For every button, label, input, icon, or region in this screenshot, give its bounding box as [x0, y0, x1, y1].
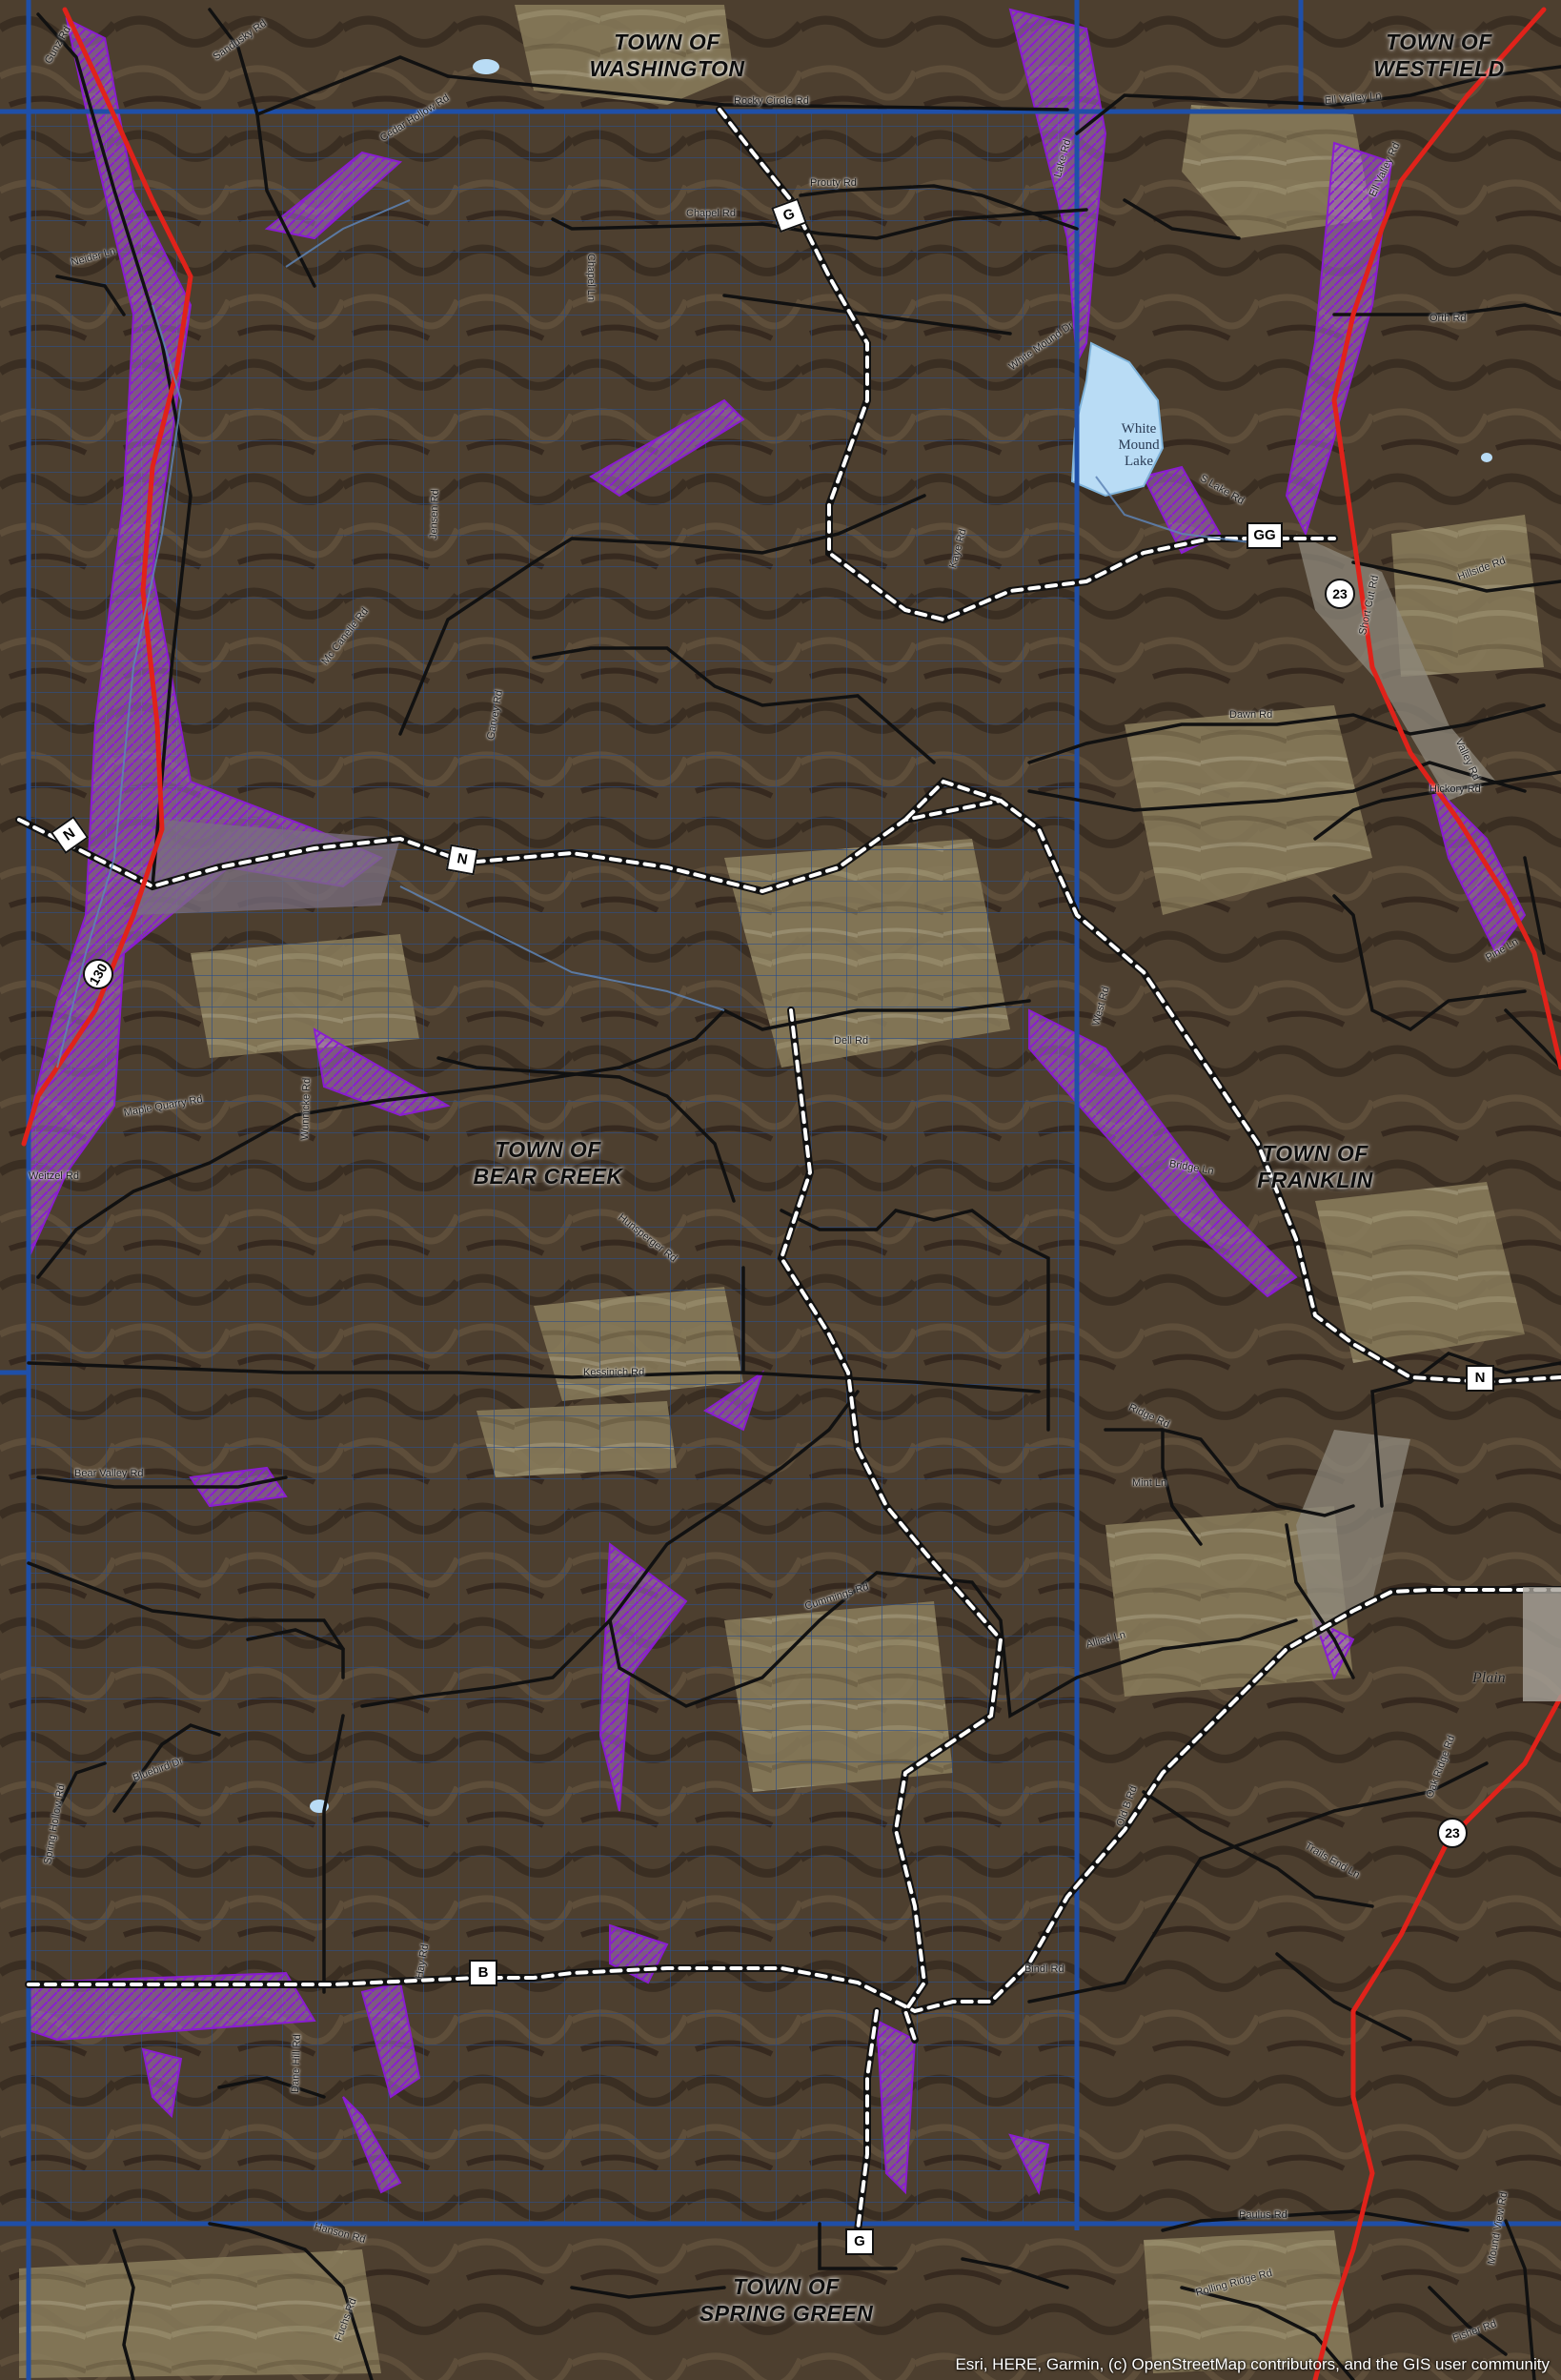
road-label: Dell Rd: [834, 1035, 869, 1047]
county-highways: [15, 106, 1561, 2253]
county-gg-shield: GG: [1247, 522, 1283, 549]
town-franklin-line1: TOWN OF: [1262, 1141, 1368, 1166]
town-washington-line2: WASHINGTON: [589, 56, 745, 81]
road-label: Rocky Circle Rd: [734, 95, 809, 107]
lake-label-line2: Mound: [1118, 437, 1160, 453]
road-label: Orth Rd: [1429, 313, 1467, 324]
road-label: Dane Hill Rd: [290, 2034, 304, 2094]
road-label: Kessinich Rd: [583, 1367, 645, 1378]
pond: [1481, 453, 1492, 462]
white-mound-lake: [1070, 341, 1165, 498]
section-grid: [29, 112, 1077, 2224]
county-b-shield: B: [469, 1960, 497, 1986]
place-label-plain: Plain: [1472, 1670, 1506, 1686]
road-label: Jensen Rd: [428, 489, 441, 540]
floodplain-areas: [28, 8, 1527, 2196]
pond: [473, 59, 499, 74]
town-label-spring-green: TOWN OF SPRING GREEN: [677, 2273, 896, 2327]
town-spring-green-line2: SPRING GREEN: [699, 2301, 874, 2326]
lake-label: White Mound Lake: [1110, 421, 1167, 470]
road-label: Prouty Rd: [810, 177, 857, 189]
town-westfield-line2: WESTFIELD: [1373, 56, 1505, 81]
road-label: Dawn Rd: [1229, 709, 1273, 721]
lake-label-line1: White: [1121, 421, 1157, 437]
road-label: Paulus Rd: [1239, 2209, 1287, 2221]
town-label-franklin: TOWN OF FRANKLIN: [1220, 1140, 1410, 1193]
streams: [56, 199, 1259, 1068]
road-label: Mint Ln: [1132, 1477, 1167, 1489]
road-label: Hickory Rd: [1429, 783, 1481, 795]
road-label: Weitzel Rd: [29, 1170, 79, 1182]
town-label-bear-creek: TOWN OF BEAR CREEK: [448, 1136, 648, 1190]
road-label: Wunnicke Rd: [299, 1077, 314, 1141]
town-bear-creek-line1: TOWN OF: [495, 1137, 601, 1162]
local-roads: [27, 8, 1561, 2380]
road-label: Bindl Rd: [1024, 1963, 1064, 1975]
state-highways: [21, 7, 1561, 2380]
town-bear-creek-line2: BEAR CREEK: [473, 1164, 623, 1189]
state-highway-23-shield: 23: [1437, 1818, 1468, 1848]
town-label-washington: TOWN OF WASHINGTON: [572, 29, 762, 82]
road-label: Bear Valley Rd: [74, 1468, 144, 1479]
town-franklin-line2: FRANKLIN: [1257, 1168, 1373, 1192]
town-spring-green-line1: TOWN OF: [733, 2274, 840, 2299]
county-n-shield: N: [445, 844, 479, 876]
road-label: Chapel Ln: [585, 254, 597, 302]
lake-label-line3: Lake: [1125, 454, 1153, 469]
county-g-shield: G: [845, 2228, 874, 2255]
town-westfield-line1: TOWN OF: [1386, 30, 1492, 54]
county-n-shield: N: [1466, 1365, 1494, 1392]
road-label: Chapel Rd: [686, 208, 736, 219]
state-highway-23-shield: 23: [1325, 579, 1355, 609]
town-label-westfield: TOWN OF WESTFIELD: [1344, 29, 1534, 82]
town-washington-line1: TOWN OF: [614, 30, 720, 54]
map-attribution[interactable]: Esri, HERE, Garmin, (c) OpenStreetMap co…: [955, 2355, 1550, 2373]
plain-village: [1523, 1587, 1561, 1701]
